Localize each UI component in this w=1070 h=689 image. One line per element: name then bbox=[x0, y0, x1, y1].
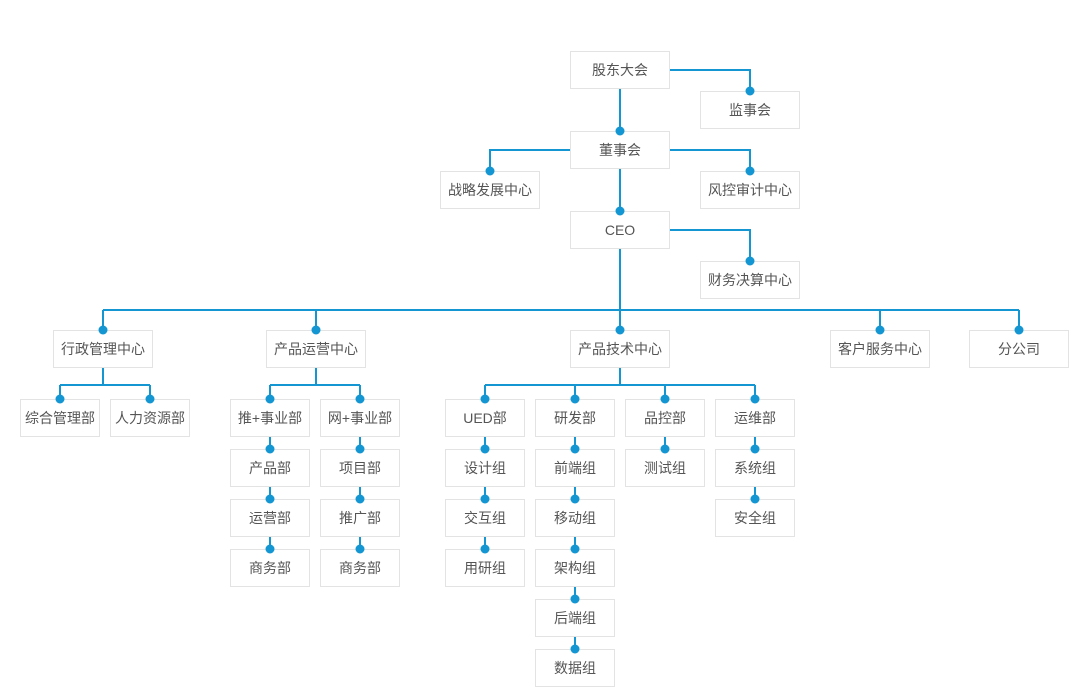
org-node-supervisory-board: 监事会 bbox=[700, 91, 800, 129]
org-node-mobile-group: 移动组 bbox=[535, 499, 615, 537]
org-node-product-operation-center: 产品运营中心 bbox=[266, 330, 366, 368]
org-node-wang-plus-business-dept: 网+事业部 bbox=[320, 399, 400, 437]
org-node-customer-service-center: 客户服务中心 bbox=[830, 330, 930, 368]
org-node-backend-group: 后端组 bbox=[535, 599, 615, 637]
connector bbox=[670, 229, 751, 261]
org-node-general-management-dept: 综合管理部 bbox=[20, 399, 100, 437]
org-node-tui-plus-business-dept: 推+事业部 bbox=[230, 399, 310, 437]
org-node-security-group: 安全组 bbox=[715, 499, 795, 537]
connector bbox=[489, 149, 570, 171]
org-node-human-resources-dept: 人力资源部 bbox=[110, 399, 190, 437]
org-node-frontend-group: 前端组 bbox=[535, 449, 615, 487]
org-node-operation-dept: 运营部 bbox=[230, 499, 310, 537]
org-node-branch-company: 分公司 bbox=[969, 330, 1069, 368]
org-node-project-dept: 项目部 bbox=[320, 449, 400, 487]
org-node-system-group: 系统组 bbox=[715, 449, 795, 487]
org-node-strategy-development-center: 战略发展中心 bbox=[440, 171, 540, 209]
org-node-financial-settlement-center: 财务决算中心 bbox=[700, 261, 800, 299]
org-node-business-dept-1: 商务部 bbox=[230, 549, 310, 587]
org-node-interaction-group: 交互组 bbox=[445, 499, 525, 537]
org-node-product-technology-center: 产品技术中心 bbox=[570, 330, 670, 368]
org-node-ceo: CEO bbox=[570, 211, 670, 249]
org-node-architecture-group: 架构组 bbox=[535, 549, 615, 587]
org-node-testing-group: 测试组 bbox=[625, 449, 705, 487]
org-node-design-group: 设计组 bbox=[445, 449, 525, 487]
org-node-rnd-dept: 研发部 bbox=[535, 399, 615, 437]
org-node-data-group: 数据组 bbox=[535, 649, 615, 687]
org-node-admin-management-center: 行政管理中心 bbox=[53, 330, 153, 368]
connector bbox=[670, 149, 751, 171]
org-node-ued-dept: UED部 bbox=[445, 399, 525, 437]
org-node-ops-dept: 运维部 bbox=[715, 399, 795, 437]
org-node-business-dept-2: 商务部 bbox=[320, 549, 400, 587]
connector bbox=[670, 69, 751, 91]
org-node-board-of-directors: 董事会 bbox=[570, 131, 670, 169]
org-node-product-dept: 产品部 bbox=[230, 449, 310, 487]
org-node-promotion-dept: 推广部 bbox=[320, 499, 400, 537]
org-node-risk-audit-center: 风控审计中心 bbox=[700, 171, 800, 209]
org-node-quality-control-dept: 品控部 bbox=[625, 399, 705, 437]
org-node-shareholders-meeting: 股东大会 bbox=[570, 51, 670, 89]
org-node-user-research-group: 用研组 bbox=[445, 549, 525, 587]
